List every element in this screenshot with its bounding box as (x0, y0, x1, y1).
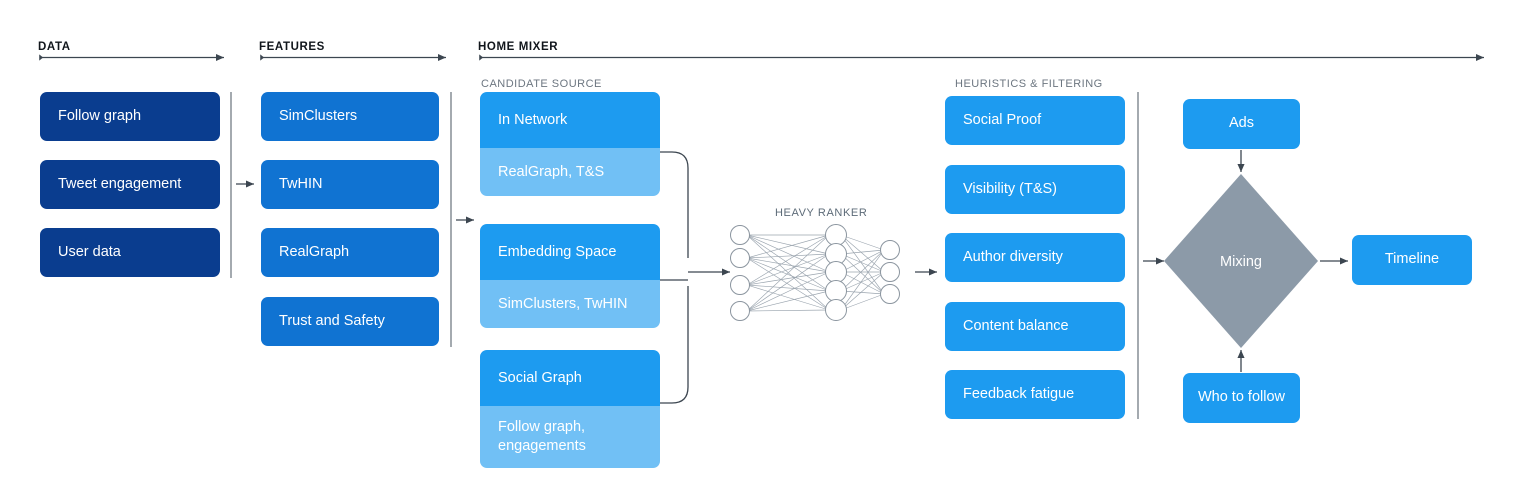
nn-output-node (880, 240, 900, 260)
nn-input-node (730, 225, 750, 245)
heuristics-node-feedback-fatigue[interactable]: Feedback fatigue (945, 370, 1125, 419)
nn-hidden-node (825, 224, 847, 246)
heavy-ranker-network (730, 224, 900, 321)
node-label: Visibility (T&S) (963, 180, 1057, 197)
card-detail: Follow graph, engagements (480, 406, 660, 468)
node-label: SimClusters (279, 107, 358, 124)
features-node-twhin[interactable]: TwHIN (261, 160, 439, 209)
card-detail: RealGraph, T&S (480, 148, 660, 196)
node-label: Timeline (1384, 251, 1440, 268)
nn-output-node (880, 262, 900, 282)
nn-output-node (880, 284, 900, 304)
node-label: Trust and Safety (279, 312, 385, 329)
section-title-features: FEATURES (259, 41, 325, 53)
card-title: In Network (480, 92, 660, 148)
nn-edges (746, 234, 885, 312)
data-node-tweet-engagement[interactable]: Tweet engagement (40, 160, 220, 209)
candidate-source-card-embedding-space[interactable]: Embedding Space SimClusters, TwHIN (480, 224, 660, 328)
features-node-trust-and-safety[interactable]: Trust and Safety (261, 297, 439, 346)
data-node-follow-graph[interactable]: Follow graph (40, 92, 220, 141)
node-label: Follow graph (58, 107, 142, 124)
node-label: Feedback fatigue (963, 385, 1075, 402)
nn-input-node (730, 248, 750, 268)
heuristics-node-content-balance[interactable]: Content balance (945, 302, 1125, 351)
node-label: Social Proof (963, 111, 1042, 128)
candidate-merge-paths (660, 151, 689, 404)
section-title-data: DATA (38, 41, 71, 53)
node-label: Content balance (963, 317, 1069, 334)
section-title-home-mixer: HOME MIXER (478, 41, 559, 53)
node-label: Who to follow (1197, 389, 1286, 406)
nn-hidden-node (825, 280, 847, 302)
node-label: Tweet engagement (58, 175, 182, 192)
data-node-user-data[interactable]: User data (40, 228, 220, 277)
nn-hidden-node (825, 261, 847, 283)
heuristics-node-author-diversity[interactable]: Author diversity (945, 233, 1125, 282)
nn-nodes (730, 224, 900, 321)
mixing-input-who-to-follow[interactable]: Who to follow (1183, 373, 1300, 423)
heavy-ranker-title: HEAVY RANKER (775, 207, 868, 219)
features-node-simclusters[interactable]: SimClusters (261, 92, 439, 141)
heuristics-node-visibility[interactable]: Visibility (T&S) (945, 165, 1125, 214)
candidate-source-card-social-graph[interactable]: Social Graph Follow graph, engagements (480, 350, 660, 468)
nn-input-node (730, 301, 750, 321)
mixing-input-ads[interactable]: Ads (1183, 99, 1300, 149)
card-title: Embedding Space (480, 224, 660, 280)
node-label: TwHIN (279, 175, 323, 192)
heuristics-node-social-proof[interactable]: Social Proof (945, 96, 1125, 145)
node-label: RealGraph (279, 243, 350, 260)
nn-hidden-node (825, 243, 847, 265)
output-node-timeline[interactable]: Timeline (1352, 235, 1472, 285)
subsection-title-candidate-source: CANDIDATE SOURCE (481, 78, 602, 90)
nn-hidden-node (825, 299, 847, 321)
node-label: User data (58, 243, 121, 260)
node-label: Ads (1229, 115, 1254, 132)
features-node-realgraph[interactable]: RealGraph (261, 228, 439, 277)
card-title: Social Graph (480, 350, 660, 406)
subsection-title-heuristics: HEURISTICS & FILTERING (955, 78, 1103, 90)
card-detail: SimClusters, TwHIN (480, 280, 660, 328)
nn-input-node (730, 275, 750, 295)
node-label: Author diversity (963, 248, 1063, 265)
candidate-source-card-in-network[interactable]: In Network RealGraph, T&S (480, 92, 660, 196)
mixing-label: Mixing (1220, 254, 1262, 270)
